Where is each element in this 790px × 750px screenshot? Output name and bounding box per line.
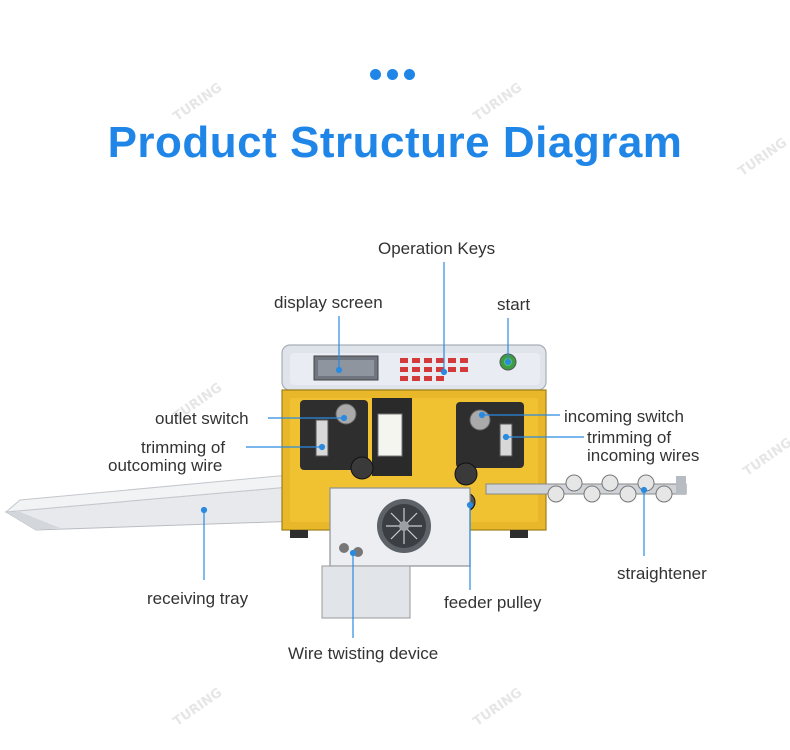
label-straightener: straightener bbox=[617, 564, 707, 583]
receiving-tray-shape bbox=[4, 473, 331, 531]
label-receiving-tray: receiving tray bbox=[147, 589, 249, 608]
page-title: Product Structure Diagram bbox=[107, 118, 683, 167]
label-trimming-incoming-2: incoming wires bbox=[587, 446, 700, 465]
label-operation-keys: Operation Keys bbox=[378, 239, 496, 258]
label-display-screen: display screen bbox=[274, 293, 383, 312]
dot-icon bbox=[404, 69, 415, 80]
dot-icon bbox=[387, 69, 398, 80]
label-wire-twisting-device: Wire twisting device bbox=[288, 644, 439, 663]
leader-lines bbox=[200, 262, 648, 638]
label-trimming-outcoming-2: outcoming wire bbox=[108, 456, 223, 475]
straightener-shape bbox=[485, 474, 687, 503]
decorative-dots bbox=[370, 69, 415, 80]
label-trimming-outcoming-1: trimming of bbox=[141, 438, 226, 457]
label-outlet-switch: outlet switch bbox=[155, 409, 249, 428]
label-trimming-incoming-1: trimming of bbox=[587, 428, 672, 447]
label-incoming-switch: incoming switch bbox=[564, 407, 684, 426]
label-feeder-pulley: feeder pulley bbox=[444, 593, 542, 612]
label-start: start bbox=[497, 295, 531, 314]
dot-icon bbox=[370, 69, 381, 80]
